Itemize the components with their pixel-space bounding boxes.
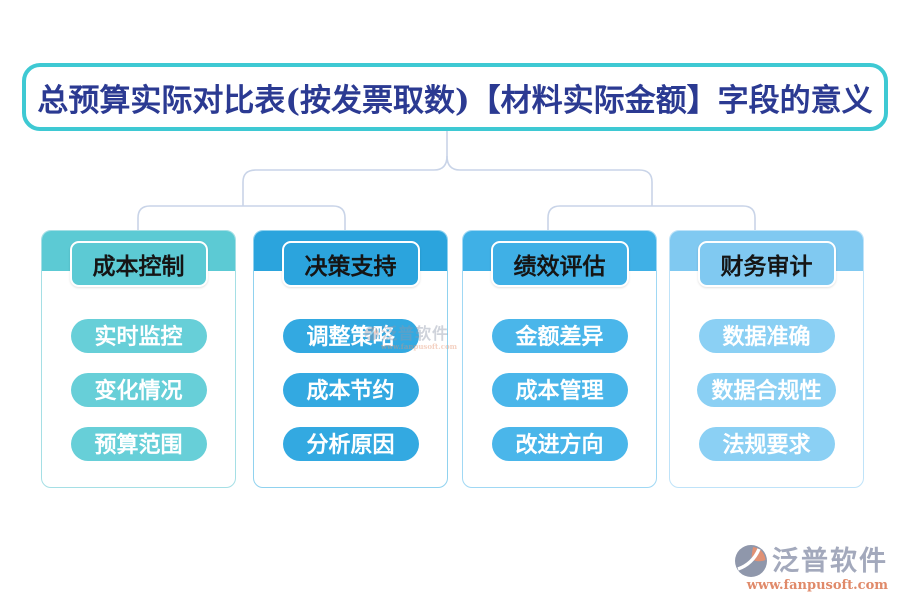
branch-header: 决策支持 [281, 241, 420, 287]
branch-header: 成本控制 [69, 241, 208, 287]
brand-footer: 泛普软件 www.fanpusoft.com [734, 544, 888, 592]
branch-item: 实时监控 [70, 319, 207, 353]
branch-item-list: 数据准确 数据合规性 法规要求 [670, 319, 863, 461]
branch-card-decision-support: 决策支持 调整策略 成本节约 分析原因 [253, 230, 448, 488]
branch-item: 分析原因 [282, 427, 419, 461]
brand-name: 泛普软件 [772, 545, 888, 577]
branch-item-list: 实时监控 变化情况 预算范围 [42, 319, 235, 461]
branch-card-financial-audit: 财务审计 数据准确 数据合规性 法规要求 [669, 230, 864, 488]
brand-url: www.fanpusoft.com [746, 578, 888, 593]
branch-item: 数据合规性 [697, 373, 836, 407]
branch-item-list: 金额差异 成本管理 改进方向 [463, 319, 656, 461]
branch-header: 财务审计 [697, 241, 836, 287]
diagram-title: 总预算实际对比表(按发票取数)【材料实际金额】字段的意义 [37, 82, 873, 119]
branch-header: 绩效评估 [490, 241, 629, 287]
branch-card-cost-control: 成本控制 实时监控 变化情况 预算范围 [41, 230, 236, 488]
branch-item: 成本节约 [282, 373, 419, 407]
fanpu-logo-icon [735, 545, 767, 577]
branch-card-performance-evaluation: 绩效评估 金额差异 成本管理 改进方向 [462, 230, 657, 488]
branch-item: 金额差异 [491, 319, 628, 353]
branch-item: 法规要求 [698, 427, 835, 461]
diagram-title-box: 总预算实际对比表(按发票取数)【材料实际金额】字段的意义 [22, 63, 888, 131]
branch-item: 成本管理 [491, 373, 628, 407]
branch-item: 调整策略 [282, 319, 419, 353]
branch-item: 预算范围 [70, 427, 207, 461]
branch-item: 数据准确 [698, 319, 835, 353]
branch-item: 改进方向 [491, 427, 628, 461]
branch-item-list: 调整策略 成本节约 分析原因 [254, 319, 447, 461]
branch-item: 变化情况 [70, 373, 207, 407]
